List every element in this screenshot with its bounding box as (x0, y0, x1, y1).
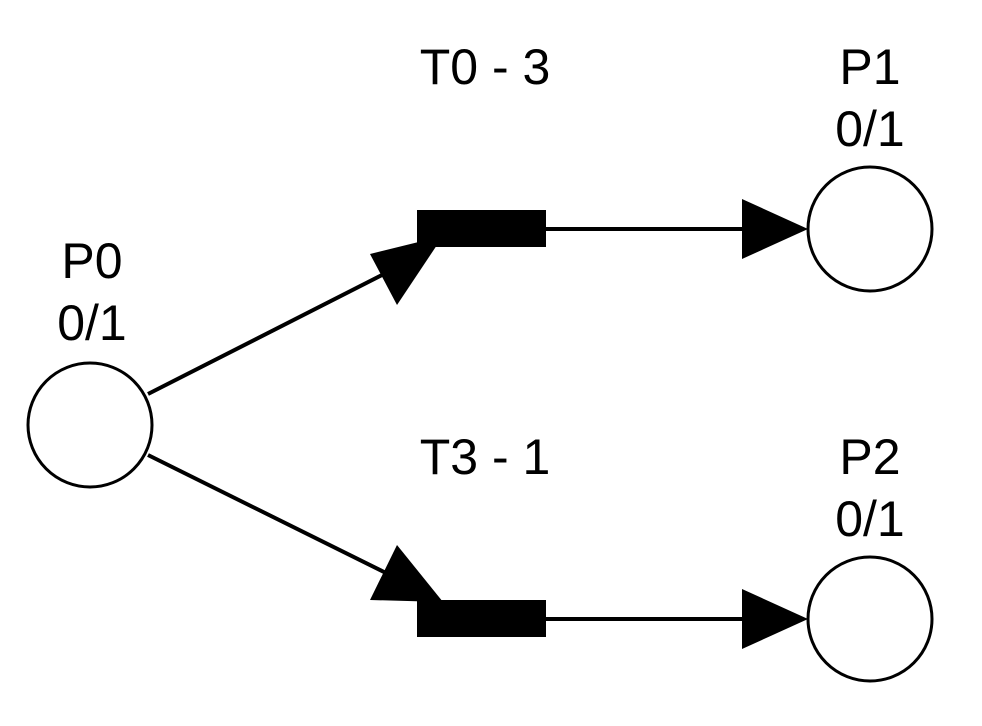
transition-t0-label: T0 - 3 (420, 39, 551, 95)
place-p2 (806, 555, 934, 683)
place-p0 (26, 361, 154, 489)
place-p2-name: P2 (839, 429, 900, 485)
place-p1-tokens: 0/1 (835, 101, 905, 157)
place-p2-tokens: 0/1 (835, 491, 905, 547)
place-p0-tokens: 0/1 (57, 295, 127, 351)
place-p1-name: P1 (839, 39, 900, 95)
arc-p0-t0-arrowhead (370, 236, 443, 305)
transition-t3 (417, 600, 546, 637)
place-p1 (806, 165, 934, 293)
arc-t3-p2-arrowhead (742, 589, 808, 649)
arc-p0-t0 (147, 270, 389, 396)
place-p0-name: P0 (61, 233, 122, 289)
arc-p0-t3-arrowhead (370, 545, 443, 602)
arc-p0-t3 (147, 453, 389, 576)
transition-t3-label: T3 - 1 (420, 429, 551, 485)
transition-t0 (417, 210, 546, 247)
arc-t0-p1-arrowhead (742, 199, 808, 259)
